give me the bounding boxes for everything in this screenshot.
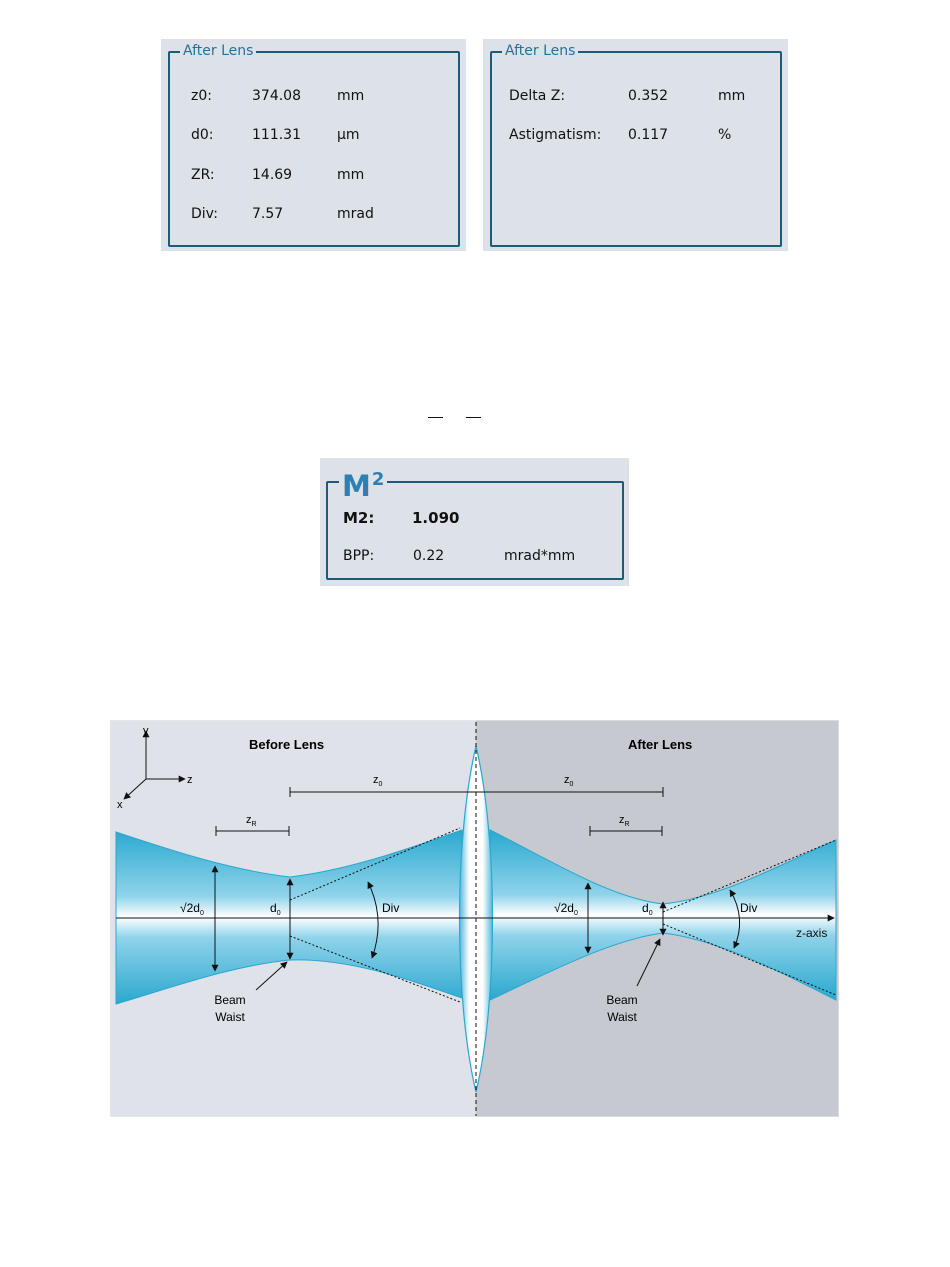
param-unit: mrad <box>337 205 374 223</box>
coord-y-label: y <box>143 725 149 737</box>
z-axis-label: z-axis <box>796 926 827 940</box>
param-unit: mm <box>337 166 364 184</box>
bpp-label: BPP: <box>343 547 374 565</box>
param-value: 374.08 <box>252 87 301 105</box>
d0-subscript: 0 <box>574 910 578 917</box>
beam-waist-label-before-line1: Beam <box>214 993 245 1007</box>
m2-value: 1.090 <box>412 509 459 527</box>
z0-left-subscript: 0 <box>379 781 383 788</box>
sqrt2d0-prefix: √2d <box>554 901 574 915</box>
after-lens-params-panel: After Lens z0: 374.08 mm d0: 111.31 µm Z… <box>161 39 466 251</box>
d0-subscript: 0 <box>200 910 204 917</box>
group-title: After Lens <box>502 42 578 60</box>
param-unit: mm <box>337 87 364 105</box>
d0-symbol: d <box>270 901 277 915</box>
m2-panel: M2: 1.090 BPP: 0.22 mrad*mm M2 <box>320 458 629 586</box>
param-unit: % <box>718 126 731 144</box>
bpp-unit: mrad*mm <box>504 547 575 565</box>
beam-waist-label-after-line2: Waist <box>607 1010 637 1024</box>
param-label: Div: <box>191 205 218 223</box>
after-lens-astigmatism-group: After Lens Delta Z: 0.352 mm Astigmatism… <box>490 51 782 247</box>
param-value: 0.352 <box>628 87 668 105</box>
param-unit: mm <box>718 87 745 105</box>
param-label: z0: <box>191 87 212 105</box>
m2-logo: M2 <box>339 464 387 502</box>
param-value: 14.69 <box>252 166 292 184</box>
param-value: 0.117 <box>628 126 668 144</box>
beam-propagation-diagram: z-axis y z x Before Lens After Lens z0 z… <box>110 720 839 1117</box>
sqrt2d0-prefix: √2d <box>180 901 200 915</box>
d0-subscript: 0 <box>649 910 653 917</box>
m2-label: M2: <box>343 509 374 527</box>
param-unit: µm <box>337 126 360 144</box>
z0-right-subscript: 0 <box>570 781 574 788</box>
d0-subscript: 0 <box>277 910 281 917</box>
param-label: ZR: <box>191 166 215 184</box>
beam-waist-label-after-line1: Beam <box>606 993 637 1007</box>
zr-subscript: R <box>252 821 257 828</box>
beam-waist-label-before-line2: Waist <box>215 1010 245 1024</box>
div-label-before: Div <box>382 901 399 915</box>
before-lens-label: Before Lens <box>249 737 324 752</box>
after-lens-astigmatism-panel: After Lens Delta Z: 0.352 mm Astigmatism… <box>483 39 788 251</box>
group-title: After Lens <box>180 42 256 60</box>
separator-mark <box>466 417 481 418</box>
zr-subscript: R <box>625 821 630 828</box>
coord-z-label: z <box>187 774 193 786</box>
coord-x-label: x <box>117 799 123 811</box>
param-value: 111.31 <box>252 126 301 144</box>
separator-mark <box>428 417 443 418</box>
m2-logo-letter: M <box>342 469 371 503</box>
bpp-value: 0.22 <box>413 547 444 565</box>
after-lens-label: After Lens <box>628 737 692 752</box>
param-value: 7.57 <box>252 205 283 223</box>
param-label: Astigmatism: <box>509 126 601 144</box>
param-label: Delta Z: <box>509 87 565 105</box>
div-label-after: Div <box>740 901 757 915</box>
param-label: d0: <box>191 126 214 144</box>
m2-logo-superscript: 2 <box>372 469 385 490</box>
d0-symbol: d <box>642 901 649 915</box>
after-lens-params-group: After Lens z0: 374.08 mm d0: 111.31 µm Z… <box>168 51 460 247</box>
